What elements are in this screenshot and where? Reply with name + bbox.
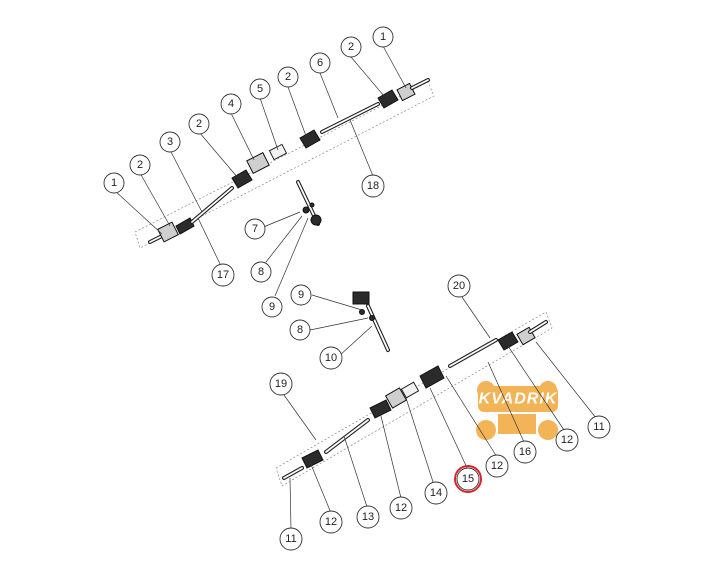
washer-upper — [302, 206, 310, 214]
callout-7: 7 — [244, 218, 266, 240]
callout-2-top-right: 2 — [340, 36, 362, 58]
ball-joint-lower — [352, 291, 370, 305]
svg-text:15: 15 — [462, 473, 474, 485]
boot-left-inner — [231, 169, 253, 189]
callout-5: 5 — [249, 78, 271, 100]
boot-left-outer — [175, 217, 195, 235]
watermark-brand: KVADRIK — [479, 391, 558, 408]
svg-text:1: 1 — [111, 177, 117, 189]
svg-text:12: 12 — [491, 460, 503, 472]
svg-text:12: 12 — [395, 502, 407, 514]
highlight-ring — [454, 465, 482, 493]
svg-text:3: 3 — [167, 136, 173, 148]
callout-11-left: 11 — [279, 527, 303, 551]
callout-8-upper: 8 — [250, 261, 272, 283]
svg-text:12: 12 — [561, 434, 573, 446]
rear-axle-assembly — [275, 311, 553, 487]
washer-lower — [369, 315, 375, 321]
svg-text:6: 6 — [317, 57, 323, 69]
svg-text:17: 17 — [217, 269, 229, 281]
watermark-wheel-tl — [477, 381, 495, 399]
svg-text:11: 11 — [593, 421, 604, 433]
svg-text:13: 13 — [362, 511, 374, 523]
callout-3: 3 — [159, 131, 181, 153]
callout-15-highlighted: 15 — [454, 465, 482, 493]
steering-link-lower — [352, 291, 390, 352]
svg-text:14: 14 — [430, 487, 442, 499]
callout-16: 16 — [513, 440, 537, 464]
boot-bottom-mid-left — [369, 399, 392, 419]
callout-12-mid: 12 — [389, 496, 413, 520]
callout-18: 18 — [361, 174, 385, 198]
svg-text:1: 1 — [380, 31, 386, 43]
svg-text:9: 9 — [269, 301, 275, 313]
boot-bottom-left — [301, 449, 324, 469]
boot-bottom-right — [497, 331, 519, 351]
nut-lower — [359, 309, 365, 315]
svg-text:12: 12 — [325, 516, 337, 528]
nut-upper — [309, 202, 315, 208]
callout-2-top-center: 2 — [188, 113, 210, 135]
svg-text:11: 11 — [285, 533, 296, 545]
watermark-wheel-br — [538, 420, 558, 440]
callout-2-top-left: 2 — [129, 154, 151, 176]
boot-bottom-center — [419, 365, 445, 389]
callout-9-lower: 9 — [290, 284, 312, 306]
callout-19: 19 — [269, 372, 293, 396]
boot-right — [377, 89, 399, 109]
callout-8-lower: 8 — [289, 319, 311, 341]
callout-13: 13 — [356, 505, 380, 529]
boot-center — [299, 129, 321, 149]
callout-20: 20 — [447, 274, 471, 298]
callout-1-top-left: 1 — [103, 172, 125, 194]
housing-part-14 — [384, 387, 408, 409]
svg-text:2: 2 — [348, 41, 354, 53]
callout-12-left: 12 — [319, 510, 343, 534]
callout-6: 6 — [309, 52, 331, 74]
callout-4: 4 — [220, 93, 242, 115]
steering-link-upper — [296, 180, 322, 226]
svg-text:4: 4 — [228, 98, 234, 110]
svg-text:7: 7 — [252, 223, 258, 235]
callout-14: 14 — [424, 481, 448, 505]
front-axle-assembly — [134, 78, 435, 249]
assembly-outline-top — [134, 81, 435, 249]
watermark-badge — [478, 386, 558, 412]
coupler-part-15 — [400, 381, 420, 399]
svg-text:2: 2 — [285, 71, 291, 83]
callout-10: 10 — [319, 346, 343, 370]
watermark-wheel-tr — [539, 381, 557, 399]
callout-11-right: 11 — [587, 415, 611, 439]
svg-text:8: 8 — [258, 266, 264, 278]
svg-text:18: 18 — [367, 180, 379, 192]
svg-text:16: 16 — [519, 446, 531, 458]
svg-text:8: 8 — [297, 324, 303, 336]
callout-12-mid-right: 12 — [485, 454, 509, 478]
svg-text:2: 2 — [196, 118, 202, 130]
leader-lines — [113, 45, 597, 531]
callouts: 1 2 2 6 2 5 4 2 3 2 1 18 17 7 8 9 9 8 10… — [103, 26, 611, 551]
assembly-outline-bottom — [275, 311, 553, 487]
svg-text:19: 19 — [275, 378, 287, 390]
watermark-wheel-bl — [476, 420, 496, 440]
callout-12-right: 12 — [555, 428, 579, 452]
watermark-logo: KVADRIK — [476, 381, 558, 440]
cv-joint-left-outer — [157, 221, 179, 243]
svg-text:9: 9 — [298, 289, 304, 301]
coupler-part-5 — [268, 143, 288, 161]
callout-1-top-right: 1 — [372, 26, 394, 48]
svg-text:10: 10 — [325, 352, 337, 364]
svg-text:20: 20 — [453, 280, 465, 292]
svg-text:5: 5 — [257, 83, 263, 95]
callout-9-upper: 9 — [261, 296, 283, 318]
callout-2-top-mid: 2 — [277, 66, 299, 88]
callout-17: 17 — [211, 263, 235, 287]
ball-joint-upper — [310, 214, 322, 226]
watermark-body — [498, 414, 536, 434]
housing-part-4 — [246, 152, 270, 174]
svg-text:2: 2 — [137, 159, 143, 171]
